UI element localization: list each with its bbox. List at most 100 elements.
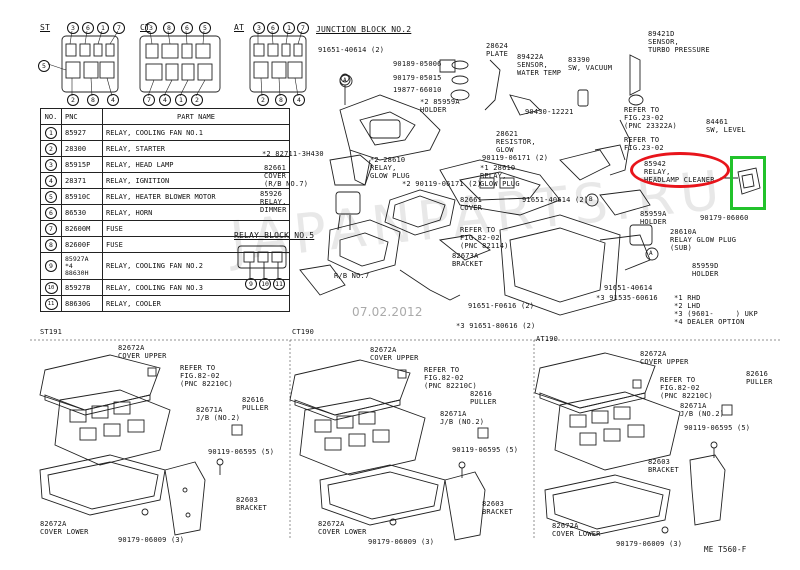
row-number: 2: [45, 142, 57, 155]
label-82661-cover-rb7: 82661 COVER (R/B NO.7): [264, 164, 309, 188]
section-st: ST: [40, 23, 51, 32]
label-82616-puller-st: 82616 PULLER: [242, 396, 269, 412]
label-91651-80616: *3 91651-80616 (2): [456, 322, 536, 330]
label-82673a-bracket: 82673A BRACKET: [452, 252, 483, 268]
row-pnc: 88630G: [61, 295, 103, 312]
row-pnc: 85927A *4 88630H: [61, 252, 103, 280]
label-82672a-cover-lower-st: 82672A COVER LOWER: [40, 520, 89, 536]
row-part-name: RELAY, COOLER: [102, 295, 290, 312]
callout-b: [585, 193, 599, 207]
label-85959a-holder: *2 85959A HOLDER: [420, 98, 460, 114]
row-number: 5: [45, 190, 57, 203]
label-82661-cover: 82661 COVER: [460, 196, 483, 212]
label-82603-bracket-at: 82603 BRACKET: [648, 458, 679, 474]
relay-num-circle: 4: [107, 94, 119, 106]
relay-num-circle: 5: [199, 22, 211, 34]
relay-layout-at: [249, 35, 307, 93]
relay-num-circle: 2: [257, 94, 269, 106]
label-82711-3h430: *2 82711-3H430: [262, 150, 324, 158]
label-90119-06595-ct: 90119-06595 (5): [452, 446, 519, 454]
row-part-name: RELAY, COOLING FAN NO.1: [102, 124, 290, 141]
row-pnc: 28300: [61, 140, 103, 157]
callout-a-right: [645, 247, 659, 261]
row-pnc: 82600M: [61, 220, 103, 237]
relay-num-circle: 2: [191, 94, 203, 106]
label-90179-06060: 90179-06060: [700, 214, 749, 222]
row-pnc: 85915P: [61, 156, 103, 173]
label-82671a-jb-at: 82671A J/B (NO.2): [680, 402, 725, 418]
relay-num-circle: 4: [159, 94, 171, 106]
row-part-name: RELAY, HEAD LAMP: [102, 156, 290, 173]
label-91651-40614-top: 91651-40614 (2): [318, 46, 385, 54]
callout-letter-b: B: [589, 196, 593, 203]
label-89421d-sensor: 89421D SENSOR, TURBO PRESSURE: [648, 30, 710, 54]
label-83390-sw-vacuum: 83390 SW, VACUUM: [568, 56, 613, 72]
label-refer-ct: REFER TO FIG.82-02 (PNC 82210C): [424, 366, 477, 390]
label-refer-23-02b: REFER TO FIG.23-02: [624, 136, 664, 152]
relay-num-circle: 3: [67, 22, 79, 34]
row-number: 4: [45, 174, 57, 187]
label-19877-66010: 19877-66010: [393, 86, 442, 94]
row-pnc: 28371: [61, 172, 103, 189]
label-91651-40614-mid: 91651-40614 (2): [522, 196, 589, 204]
row-pnc: 82600F: [61, 236, 103, 253]
label-91535-60616: *3 91535-60616: [596, 294, 658, 302]
row-number: 9: [45, 260, 57, 272]
label-82616-puller-at: 82616 PULLER: [746, 370, 773, 386]
relay-num-circle: 7: [113, 22, 125, 34]
label-refer-23-02: REFER TO FIG.23-02 (PNC 23322A): [624, 106, 677, 130]
label-82672a-cover-upper-at: 82672A COVER UPPER: [640, 350, 689, 366]
footnotes: *1 RHD *2 LHD *3 (9601- ) UKP *4 DEALER …: [674, 294, 758, 326]
relay-num-circle: 7: [297, 22, 309, 34]
relay-num-circle: 7: [143, 94, 155, 106]
section-junction-block: JUNCTION BLOCK NO.2: [316, 25, 412, 34]
section-ct: CT: [140, 23, 151, 32]
relay-num-circle: 8: [163, 22, 175, 34]
label-90119-06171a: 90119-06171 (2): [482, 154, 549, 162]
red-highlight-ellipse: [630, 152, 730, 188]
label-82672a-cover-upper-ct: 82672A COVER UPPER: [370, 346, 419, 362]
callout-a-top: [339, 74, 353, 88]
label-28610a-relay-sub: 28610A RELAY GLOW PLUG (SUB): [670, 228, 737, 252]
junction-block-assembly: [299, 54, 653, 316]
at190-fuse-box: [534, 352, 733, 536]
label-90119-06171b: *2 90119-06171 (2): [402, 180, 482, 188]
label-91651-40614-low: 91651-40614: [604, 284, 653, 292]
row-part-name: FUSE: [102, 220, 290, 237]
row-number: 10: [44, 281, 58, 294]
relay-num-circle: 3: [253, 22, 265, 34]
section-at: AT: [234, 23, 245, 32]
col-header-part-name: PART NAME: [102, 108, 290, 125]
label-82671a-jb-ct: 82671A J/B (NO.2): [440, 410, 485, 426]
label-28610-relay-1: *2 28610 RELAY, GLOW PLUG: [370, 156, 410, 180]
label-90179-05015: 90179-05015: [393, 74, 442, 82]
label-28624-plate: 28624 PLATE: [486, 42, 509, 58]
section-st191: ST191: [40, 328, 63, 336]
label-90119-06595-at: 90119-06595 (5): [684, 424, 751, 432]
relay-num-circle: 6: [82, 22, 94, 34]
row-pnc: 86530: [61, 204, 103, 221]
section-ct190: CT190: [292, 328, 315, 336]
label-28621-resistor: 28621 RESISTOR, GLOW: [496, 130, 536, 154]
label-90430-12221: 90430-12221: [525, 108, 574, 116]
label-90119-06595-st: 90119-06595 (5): [208, 448, 275, 456]
row-number: 7: [45, 222, 57, 235]
relay-layout-st: [61, 35, 119, 93]
col-header-pnc: PNC: [61, 108, 103, 125]
row-part-name: FUSE: [102, 236, 290, 253]
label-82616-puller-ct: 82616 PULLER: [470, 390, 497, 406]
label-82672a-cover-lower-at: 82672A COVER LOWER: [552, 522, 601, 538]
label-85926-dimmer: 85926 RELAY, DIMMER: [260, 190, 287, 214]
relay-num-circle: 5: [38, 60, 50, 72]
row-number: 6: [45, 206, 57, 219]
label-90189-05006: 90189-05006: [393, 60, 442, 68]
relay-num-circle: 1: [97, 22, 109, 34]
